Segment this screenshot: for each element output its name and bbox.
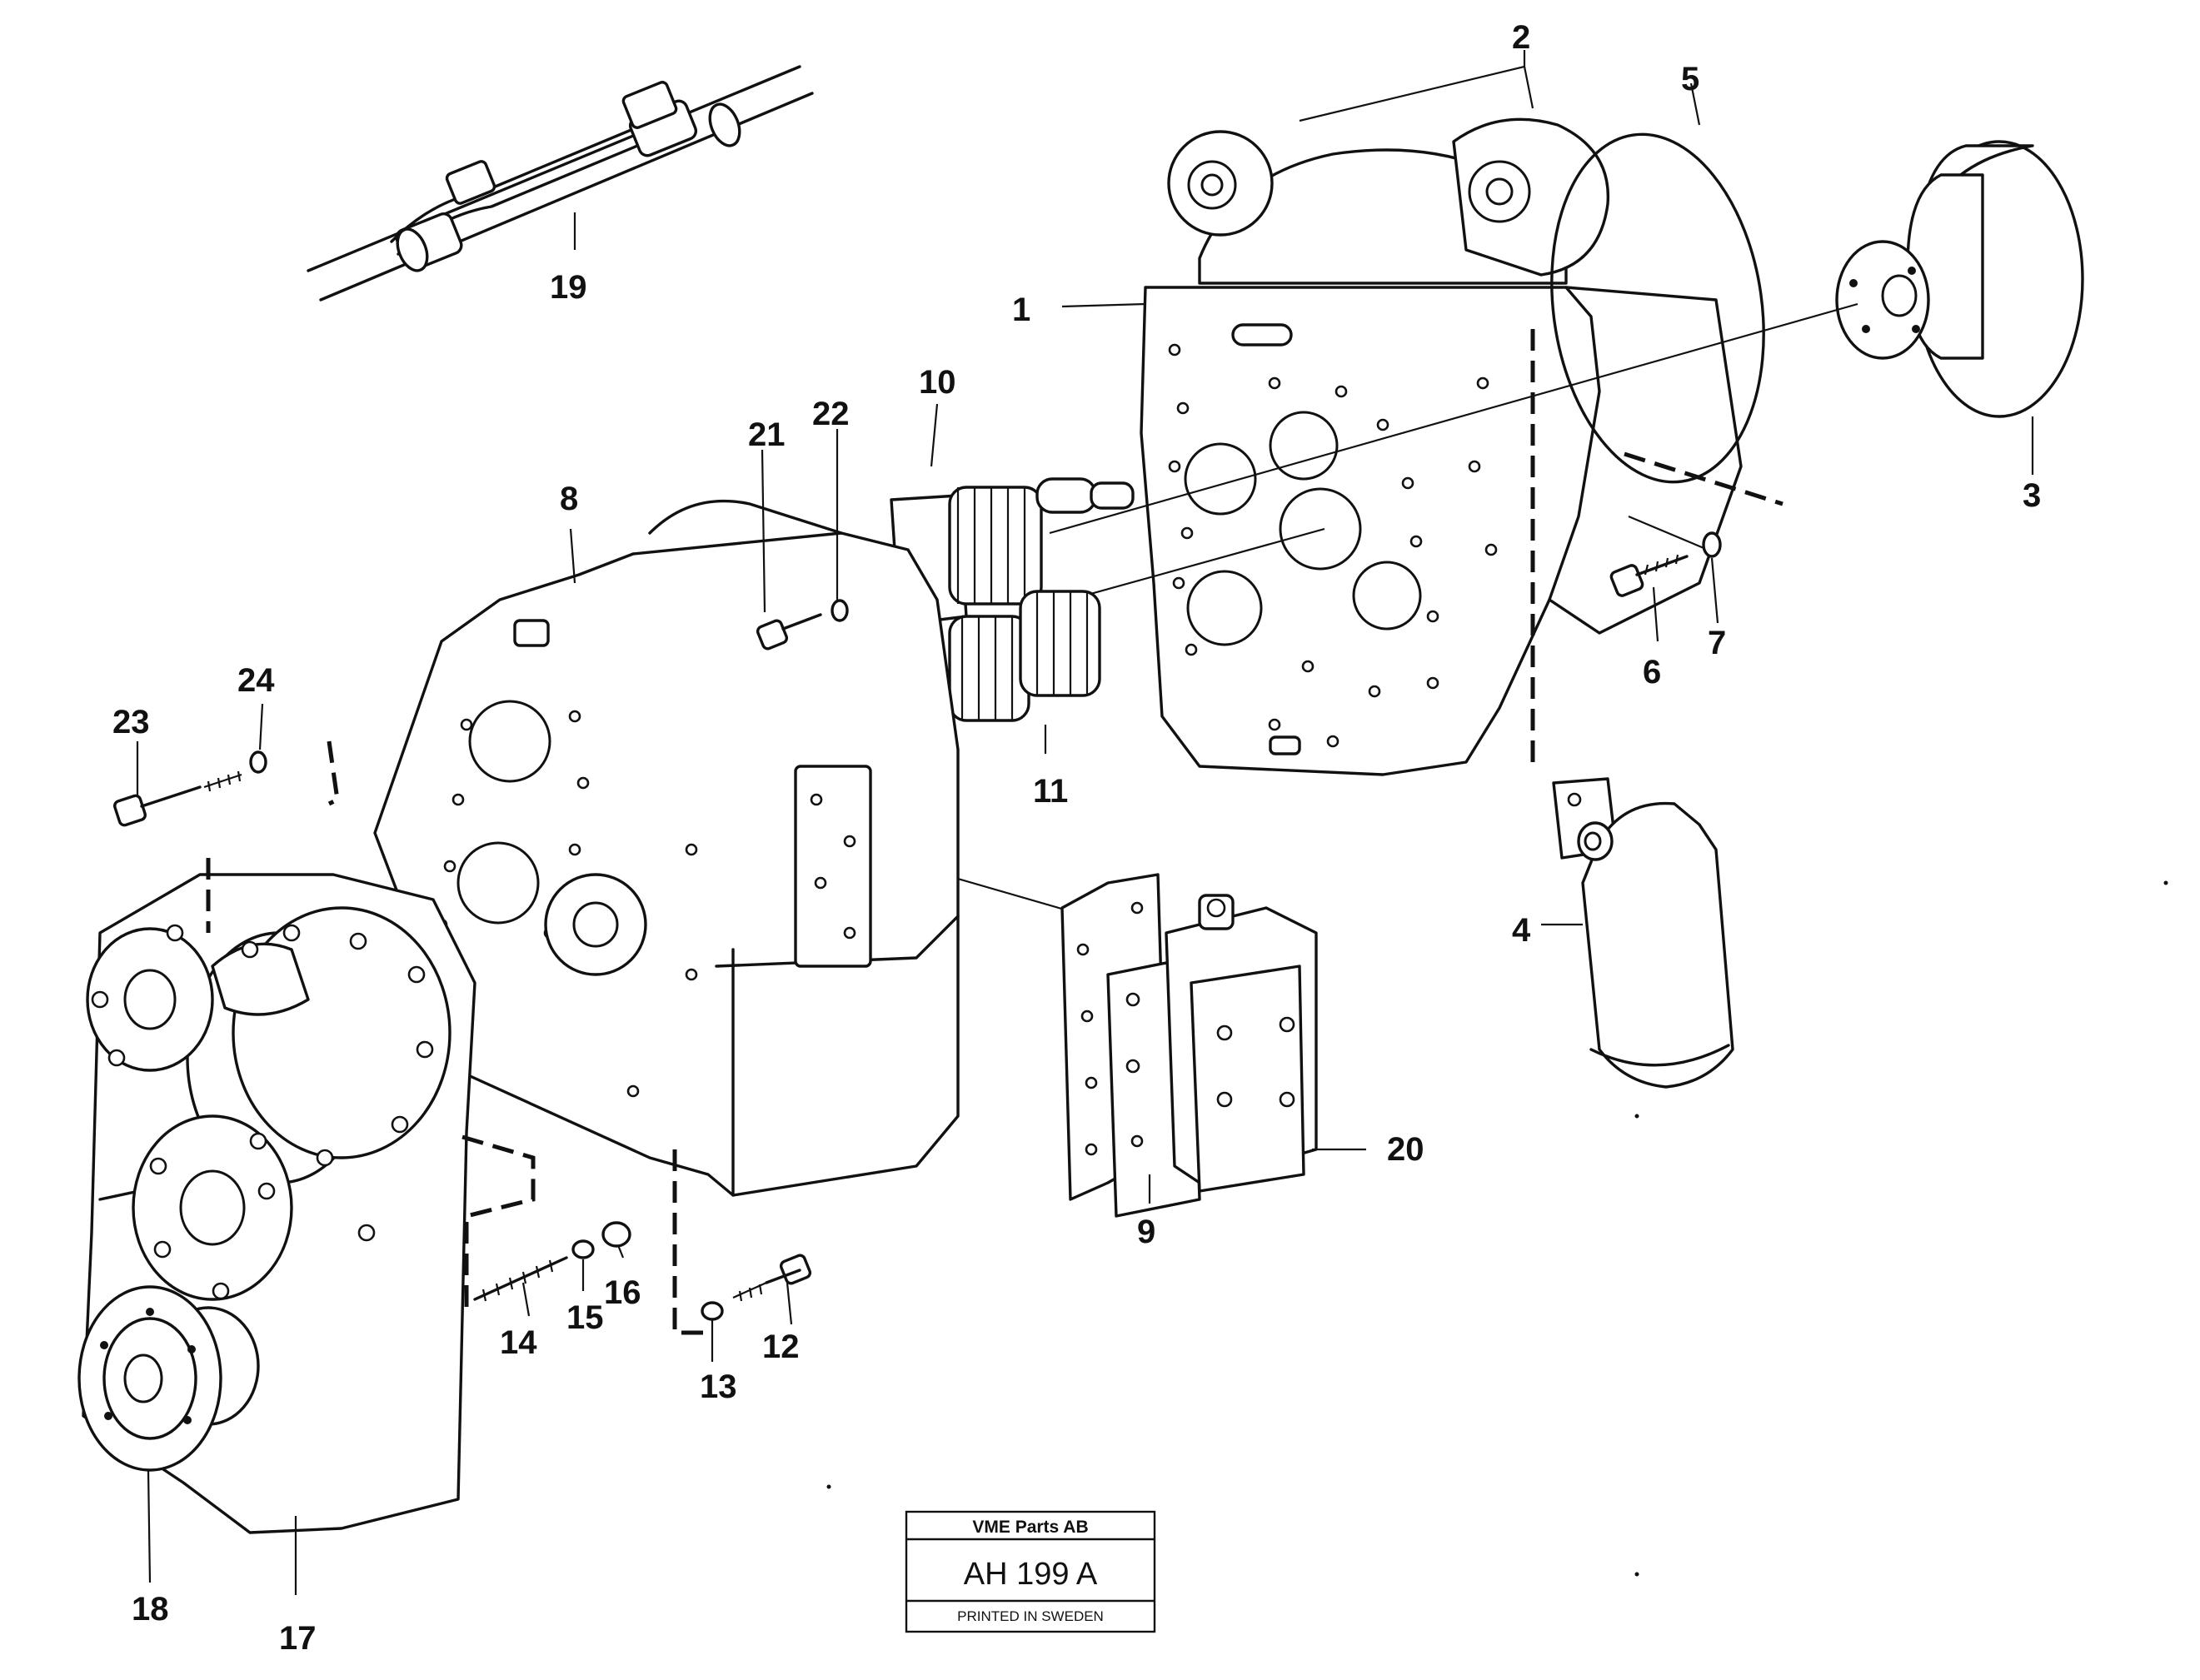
callout-10: 10 xyxy=(919,364,956,401)
part-15-washer xyxy=(571,1239,595,1259)
callout-6: 6 xyxy=(1643,654,1661,690)
stamp-company: VME Parts AB xyxy=(972,1518,1088,1537)
callout-19: 19 xyxy=(550,269,587,306)
stamp-box: VME Parts AB AH 199 A PRINTED IN SWEDEN xyxy=(905,1510,1156,1633)
part-8-gearbox-case xyxy=(373,499,960,1197)
callout-20: 20 xyxy=(1387,1131,1424,1168)
housing-plate-bolt-holes xyxy=(1168,343,1498,748)
part-14-stud xyxy=(473,1256,568,1302)
part-13-washer xyxy=(701,1301,724,1321)
callout-13: 13 xyxy=(700,1368,737,1405)
part-6-bolt xyxy=(1609,554,1689,597)
callout-14: 14 xyxy=(500,1324,537,1361)
callout-4: 4 xyxy=(1512,912,1531,949)
callout-17: 17 xyxy=(279,1620,317,1657)
part-2-housing-top xyxy=(1167,117,1610,285)
part-21-bolt xyxy=(756,613,822,651)
part-1-housing-plate xyxy=(1140,286,1743,776)
part-7-washer xyxy=(1702,531,1722,558)
callout-24: 24 xyxy=(237,662,275,699)
part-24-washer xyxy=(249,750,267,774)
callout-3: 3 xyxy=(2023,477,2041,514)
stamp-printed: PRINTED IN SWEDEN xyxy=(957,1608,1104,1624)
callout-23: 23 xyxy=(112,704,150,740)
callout-11: 11 xyxy=(1033,773,1068,810)
stamp-code: AH 199 A xyxy=(964,1557,1098,1592)
part-16-nut xyxy=(601,1221,631,1248)
part-18-output-flange xyxy=(77,1285,260,1472)
part-11-gear-shaft xyxy=(948,590,1101,722)
callout-7: 7 xyxy=(1708,625,1726,661)
callout-12: 12 xyxy=(762,1329,800,1365)
part-5-gasket-ring xyxy=(1550,132,1765,484)
callout-1: 1 xyxy=(1012,292,1030,328)
callout-9: 9 xyxy=(1137,1214,1155,1250)
part-4-oil-filter xyxy=(1552,777,1734,1089)
callout-5: 5 xyxy=(1681,61,1699,97)
callout-18: 18 xyxy=(132,1591,169,1628)
part-20-valve-body xyxy=(1165,894,1318,1193)
callout-8: 8 xyxy=(560,481,578,517)
callout-15: 15 xyxy=(566,1299,604,1336)
transfer-case-bolts xyxy=(91,924,434,1300)
part-23-bolt xyxy=(113,770,242,827)
part-22-washer xyxy=(831,599,849,622)
callout-2: 2 xyxy=(1512,19,1530,56)
part-19-pipe-assembly xyxy=(307,65,814,302)
callout-21: 21 xyxy=(748,416,786,453)
callout-numbers: 1 2 3 4 5 6 7 8 9 10 11 12 13 14 15 16 1… xyxy=(112,19,2041,1657)
part-12-stud xyxy=(732,1254,812,1302)
callout-16: 16 xyxy=(604,1274,641,1311)
part-3-torque-converter xyxy=(1835,140,2084,418)
leader-lines xyxy=(136,50,2034,1595)
dashed-guides xyxy=(206,740,708,1335)
callout-22: 22 xyxy=(812,396,850,432)
